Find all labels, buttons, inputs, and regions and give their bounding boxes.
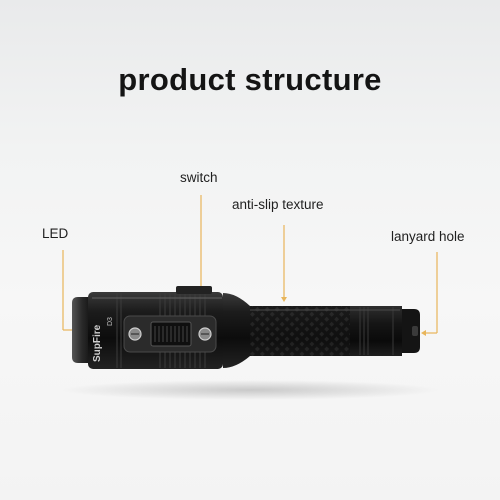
- page-title: product structure: [118, 62, 382, 97]
- model-text: D3: [107, 317, 114, 326]
- tail-cap: [402, 309, 420, 353]
- tail-section: [350, 306, 402, 356]
- label-lanyard-hole: lanyard hole: [391, 229, 465, 244]
- label-switch: switch: [180, 170, 218, 185]
- label-anti-slip-texture: anti-slip texture: [232, 197, 324, 212]
- floor-shadow: [60, 380, 440, 400]
- arrow-anti-slip: [281, 297, 287, 302]
- led-lens: [72, 297, 92, 363]
- head-taper: [223, 293, 250, 368]
- leader-lines: [62, 195, 438, 334]
- lanyard-hole: [412, 326, 418, 336]
- flashlight: SupFire D3: [72, 286, 420, 369]
- label-led: LED: [42, 226, 69, 241]
- brand-text: SupFire: [92, 324, 103, 362]
- arrow-lanyard: [421, 330, 426, 336]
- switch-tab: [176, 286, 212, 294]
